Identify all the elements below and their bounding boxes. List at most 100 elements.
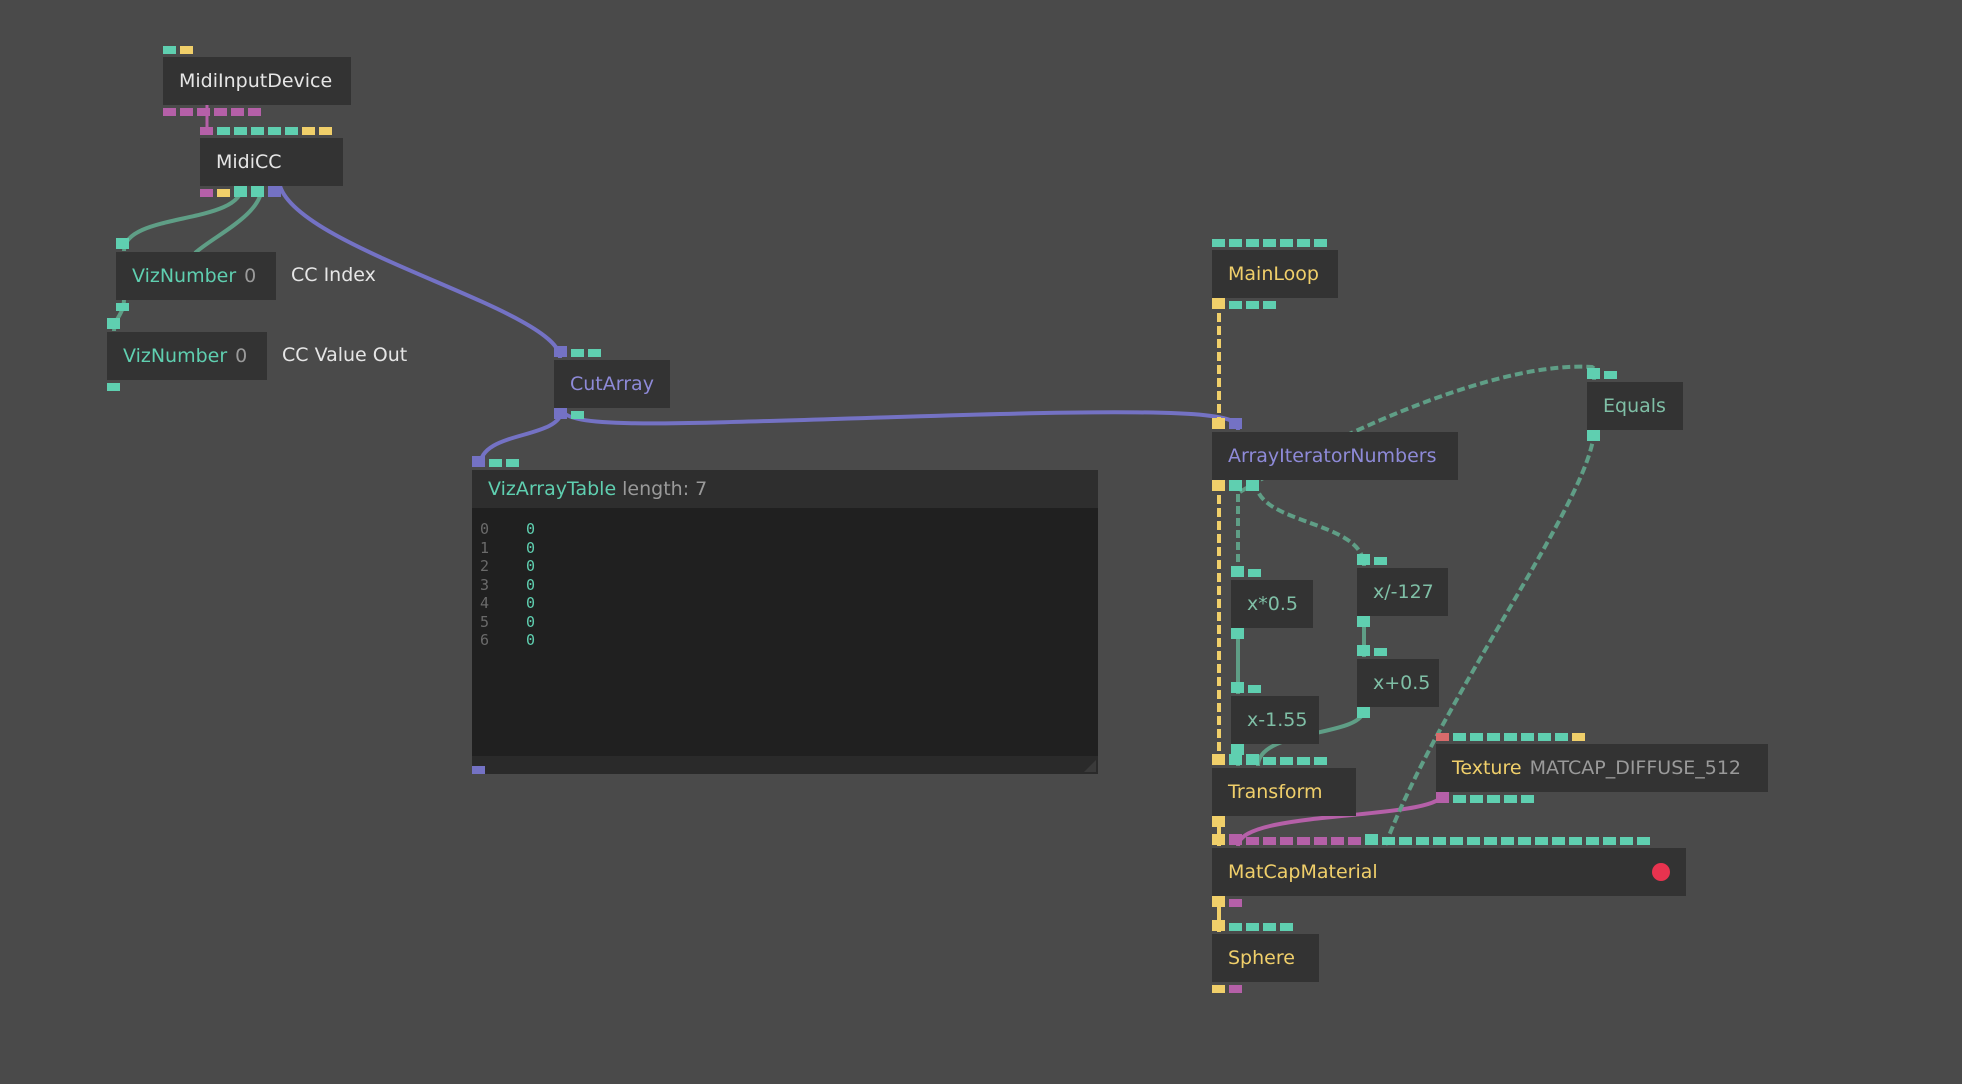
port[interactable]: [1535, 837, 1548, 845]
port[interactable]: [319, 127, 332, 135]
port[interactable]: [217, 127, 230, 135]
port[interactable]: [1357, 645, 1370, 656]
port[interactable]: [1487, 733, 1500, 741]
port[interactable]: [1504, 733, 1517, 741]
port[interactable]: [1246, 837, 1259, 845]
port[interactable]: [554, 346, 567, 357]
port[interactable]: [1470, 795, 1483, 803]
port[interactable]: [472, 456, 485, 467]
port[interactable]: [1280, 239, 1293, 247]
port[interactable]: [1212, 816, 1225, 827]
port[interactable]: [163, 46, 176, 54]
port[interactable]: [1374, 557, 1387, 565]
port[interactable]: [1504, 795, 1517, 803]
node-midi-input-device[interactable]: MidiInputDevice: [163, 46, 351, 116]
wire-iterator-div[interactable]: [1254, 481, 1366, 567]
wire-texture-matcap[interactable]: [1236, 791, 1446, 847]
node-midi-cc[interactable]: MidiCC: [200, 127, 343, 197]
port[interactable]: [1212, 480, 1225, 491]
node-multiply[interactable]: x*0.5: [1231, 566, 1313, 639]
port[interactable]: [1212, 834, 1225, 845]
port[interactable]: [1246, 301, 1259, 309]
port[interactable]: [1604, 371, 1617, 379]
port[interactable]: [1229, 985, 1242, 993]
port[interactable]: [1314, 757, 1327, 765]
port[interactable]: [1620, 837, 1633, 845]
port[interactable]: [1552, 837, 1565, 845]
port[interactable]: [506, 459, 519, 467]
port[interactable]: [1229, 480, 1242, 491]
port[interactable]: [1231, 628, 1244, 639]
port[interactable]: [234, 127, 247, 135]
node-main-loop[interactable]: MainLoop: [1212, 239, 1338, 309]
port[interactable]: [1297, 837, 1310, 845]
port[interactable]: [1263, 239, 1276, 247]
port[interactable]: [1436, 792, 1449, 803]
port[interactable]: [1246, 923, 1259, 931]
port[interactable]: [1212, 896, 1225, 907]
port[interactable]: [1229, 754, 1242, 765]
port[interactable]: [1229, 418, 1242, 429]
port[interactable]: [1453, 733, 1466, 741]
port[interactable]: [268, 127, 281, 135]
port[interactable]: [1637, 837, 1650, 845]
port[interactable]: [1603, 837, 1616, 845]
port[interactable]: [571, 411, 584, 419]
port[interactable]: [1263, 757, 1276, 765]
port[interactable]: [1555, 733, 1568, 741]
port[interactable]: [1586, 837, 1599, 845]
port[interactable]: [1231, 744, 1244, 755]
port[interactable]: [1416, 837, 1429, 845]
port[interactable]: [107, 318, 120, 329]
port[interactable]: [1314, 239, 1327, 247]
node-divide[interactable]: x/-127: [1357, 554, 1448, 627]
port[interactable]: [1348, 837, 1361, 845]
port[interactable]: [231, 108, 244, 116]
port[interactable]: [1365, 834, 1378, 845]
port[interactable]: [163, 108, 176, 116]
port[interactable]: [1357, 707, 1370, 718]
port[interactable]: [197, 108, 210, 116]
port[interactable]: [1357, 616, 1370, 627]
port[interactable]: [1229, 239, 1242, 247]
port[interactable]: [1246, 754, 1259, 765]
node-equals[interactable]: Equals: [1587, 368, 1683, 441]
port[interactable]: [1521, 795, 1534, 803]
port[interactable]: [1487, 795, 1500, 803]
port[interactable]: [1297, 757, 1310, 765]
port[interactable]: [1521, 733, 1534, 741]
port[interactable]: [1297, 239, 1310, 247]
port[interactable]: [1453, 795, 1466, 803]
port[interactable]: [1572, 733, 1585, 741]
port[interactable]: [1212, 754, 1225, 765]
port[interactable]: [1357, 554, 1370, 565]
port[interactable]: [1248, 569, 1261, 577]
node-add[interactable]: x+0.5: [1357, 645, 1439, 718]
port[interactable]: [1263, 301, 1276, 309]
node-cut-array[interactable]: CutArray: [554, 346, 670, 419]
port[interactable]: [1229, 834, 1242, 845]
port[interactable]: [200, 127, 213, 135]
node-sphere[interactable]: Sphere: [1212, 920, 1319, 993]
port[interactable]: [214, 108, 227, 116]
port[interactable]: [1450, 837, 1463, 845]
port[interactable]: [1229, 899, 1242, 907]
port[interactable]: [1569, 837, 1582, 845]
port[interactable]: [1212, 418, 1225, 429]
port[interactable]: [1229, 923, 1242, 931]
node-transform[interactable]: Transform: [1212, 754, 1356, 827]
wire-cutarray-table[interactable]: [478, 409, 564, 467]
port[interactable]: [1212, 239, 1225, 247]
port[interactable]: [1212, 920, 1225, 931]
node-array-iterator-numbers[interactable]: ArrayIteratorNumbers: [1212, 418, 1458, 491]
port[interactable]: [1374, 648, 1387, 656]
port[interactable]: [116, 303, 129, 311]
port[interactable]: [1538, 733, 1551, 741]
port[interactable]: [1587, 430, 1600, 441]
port[interactable]: [1231, 682, 1244, 693]
port[interactable]: [1231, 566, 1244, 577]
port[interactable]: [285, 127, 298, 135]
